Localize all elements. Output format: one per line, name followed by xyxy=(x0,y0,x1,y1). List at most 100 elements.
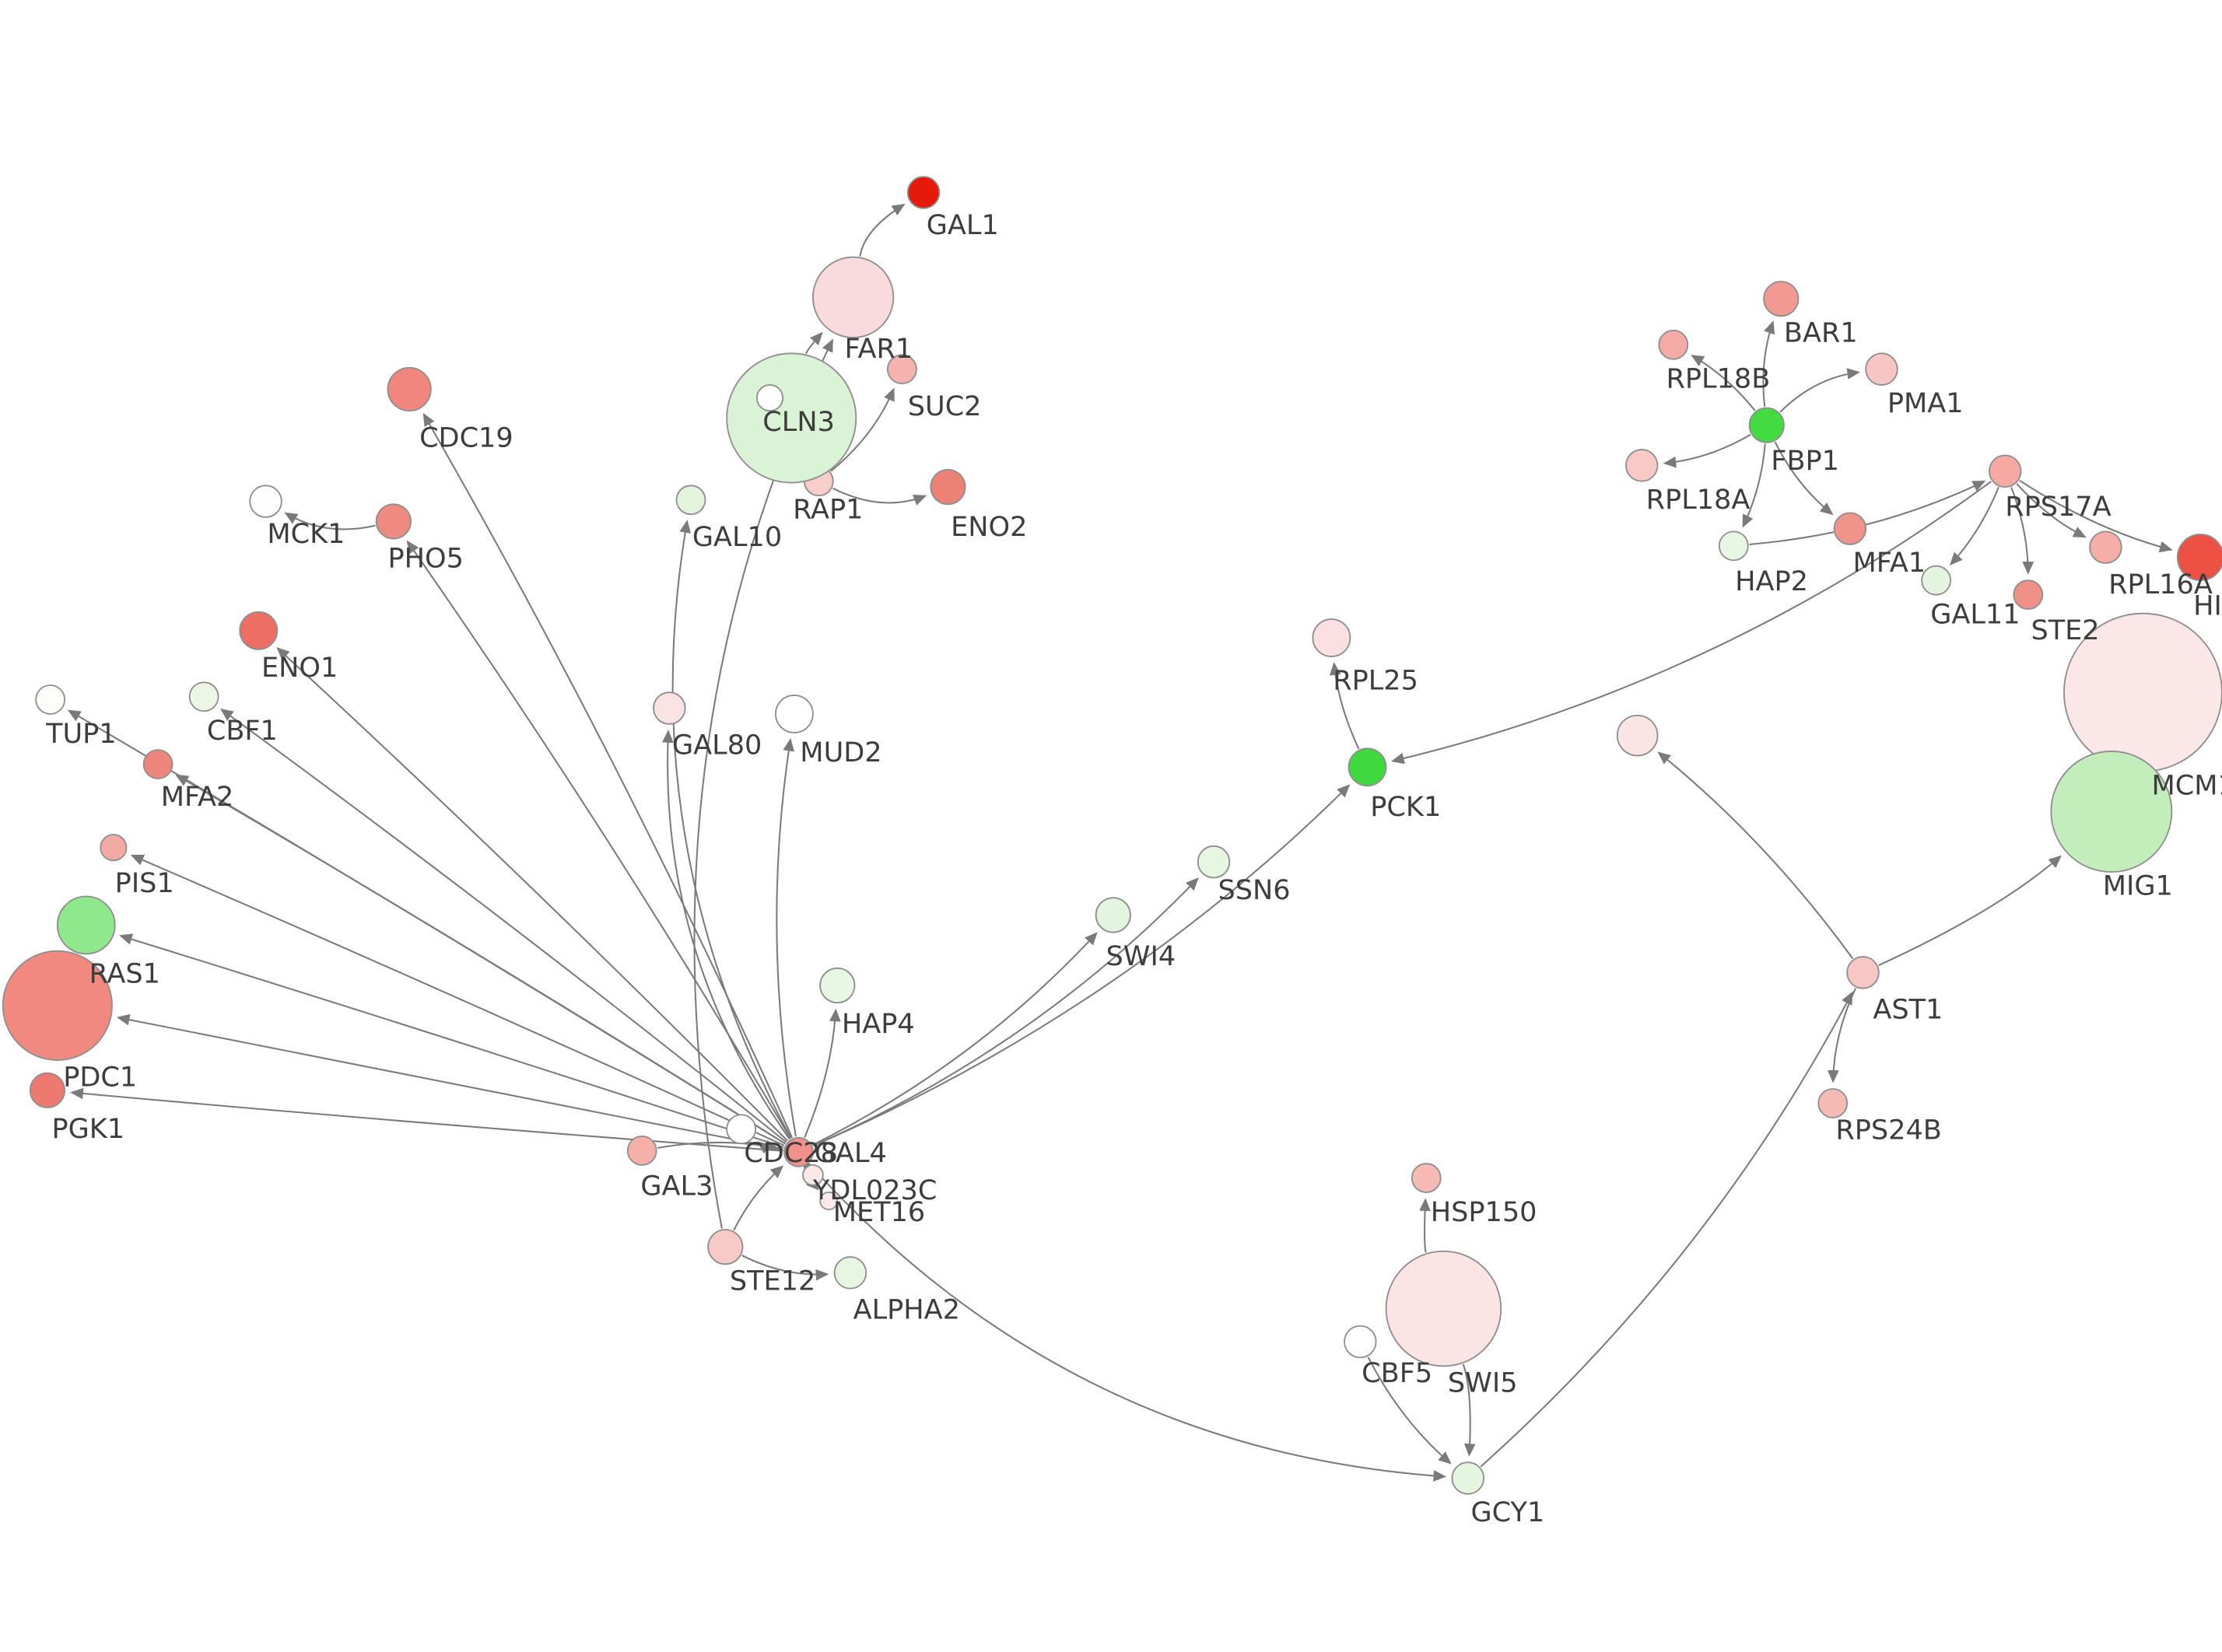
node-label-CDC28: CDC28 xyxy=(744,1137,838,1169)
node-unlabeled-2[interactable] xyxy=(756,384,784,412)
edge-STE12-GAL4[interactable] xyxy=(733,1165,784,1231)
node-RPL25[interactable] xyxy=(1312,618,1351,657)
node-ENO2[interactable] xyxy=(930,469,966,506)
edge-RPS17A-STE2[interactable] xyxy=(2010,487,2034,575)
edge-RPS17A-HIS4[interactable] xyxy=(2019,479,2173,553)
edge-FBP1-RPL18B[interactable] xyxy=(1691,355,1756,411)
node-HAP4[interactable] xyxy=(819,967,856,1004)
node-YDL023C[interactable] xyxy=(802,1164,824,1186)
node-unlabeled-1[interactable] xyxy=(1616,714,1659,757)
edge-GAL4-PHO5[interactable] xyxy=(406,540,791,1139)
node-SUC2[interactable] xyxy=(887,354,917,385)
edge-STE12-ALPHA2[interactable] xyxy=(741,1255,829,1281)
edge-GAL4-PIS1[interactable] xyxy=(130,854,785,1146)
edge-FBP1-BAR1[interactable] xyxy=(1762,320,1775,407)
node-STE2[interactable] xyxy=(2013,579,2044,611)
node-MCK1[interactable] xyxy=(249,485,282,518)
edge-FBP1-RPL18A[interactable] xyxy=(1663,433,1751,468)
edge-GAL4-MUD2[interactable] xyxy=(776,737,797,1137)
edge-GAL4-PDC1[interactable] xyxy=(116,1013,783,1150)
edge-AST1-MIG1[interactable] xyxy=(1878,855,2062,967)
node-MET16[interactable] xyxy=(819,1192,839,1211)
node-ENO1[interactable] xyxy=(239,611,279,650)
node-GAL80[interactable] xyxy=(653,691,686,725)
edge-PCK1-RPL25[interactable] xyxy=(1329,662,1360,750)
node-label-HAP4: HAP4 xyxy=(842,1008,915,1040)
edge-RPS17A-GAL11[interactable] xyxy=(1950,486,1999,566)
edge-GAL4-PGK1[interactable] xyxy=(70,1087,783,1152)
node-RPL16A[interactable] xyxy=(2089,530,2122,564)
edge-RAP1-SUC2[interactable] xyxy=(830,387,895,472)
edge-GAL4-RAS1[interactable] xyxy=(119,933,784,1148)
node-HIS4[interactable] xyxy=(2176,534,2222,582)
node-PHO5[interactable] xyxy=(375,503,412,540)
node-label-PCK1: PCK1 xyxy=(1370,791,1441,823)
node-MUD2[interactable] xyxy=(775,695,814,733)
edge-CBF5-GCY1[interactable] xyxy=(1367,1356,1452,1465)
node-PIS1[interactable] xyxy=(100,834,128,862)
node-RPL18A[interactable] xyxy=(1624,449,1659,482)
node-GAL3[interactable] xyxy=(626,1136,657,1166)
edge-FAR1-GAL1[interactable] xyxy=(859,204,906,257)
edge-GAL4-GAL80[interactable] xyxy=(661,730,790,1140)
node-MFA1[interactable] xyxy=(1833,512,1867,545)
node-PDC1[interactable] xyxy=(2,950,113,1061)
node-SWI5[interactable] xyxy=(1385,1250,1502,1367)
node-GAL1[interactable] xyxy=(906,176,941,209)
edge-GAL4-GAL10[interactable] xyxy=(671,520,792,1139)
node-GAL4[interactable] xyxy=(783,1136,814,1167)
node-HAP2[interactable] xyxy=(1718,530,1749,562)
node-FBP1[interactable] xyxy=(1748,407,1785,443)
edge-GAL4-SWI4[interactable] xyxy=(812,932,1098,1146)
node-MFA2[interactable] xyxy=(142,749,173,779)
node-PMA1[interactable] xyxy=(1865,352,1898,386)
edge-RPS17A-RPL16A[interactable] xyxy=(2016,483,2087,538)
edge-AST1-unlabeled-1[interactable] xyxy=(1657,751,1854,960)
edge-GAL4-ENO1[interactable] xyxy=(276,647,788,1142)
edge-GAL4-CDC19[interactable] xyxy=(422,412,794,1139)
edge-GCY1-AST1[interactable] xyxy=(1480,991,1853,1468)
node-GAL11[interactable] xyxy=(1921,565,1951,596)
edge-GAL4-CDC28[interactable] xyxy=(757,1141,783,1154)
edge-FBP1-MFA1[interactable] xyxy=(1774,441,1834,516)
node-CLN3[interactable] xyxy=(726,352,857,484)
node-GAL10[interactable] xyxy=(675,485,706,516)
node-GCY1[interactable] xyxy=(1451,1461,1485,1495)
edge-GAL4-CBF1[interactable] xyxy=(220,708,787,1143)
edge-GAL4-PCK1[interactable] xyxy=(812,784,1351,1147)
node-label-PIS1: PIS1 xyxy=(115,867,174,899)
edge-FBP1-PMA1[interactable] xyxy=(1779,368,1860,413)
edge-GAL4-HAP4[interactable] xyxy=(804,1008,841,1138)
node-TUP1[interactable] xyxy=(35,684,65,715)
node-CBF1[interactable] xyxy=(188,681,219,712)
node-CDC28[interactable] xyxy=(726,1114,756,1145)
node-RPS24B[interactable] xyxy=(1817,1088,1849,1118)
node-PCK1[interactable] xyxy=(1348,747,1387,787)
node-CBF5[interactable] xyxy=(1344,1325,1377,1359)
edge-GAL4-GCY1[interactable] xyxy=(808,1163,1447,1482)
edge-RPS17A-PCK1[interactable] xyxy=(1391,481,1992,765)
node-AST1[interactable] xyxy=(1846,956,1880,989)
edge-SWI5-GCY1[interactable] xyxy=(1462,1363,1476,1457)
node-SSN6[interactable] xyxy=(1197,845,1231,879)
node-RPL18B[interactable] xyxy=(1658,329,1689,360)
edge-PHO5-MCK1[interactable] xyxy=(284,512,376,530)
node-BAR1[interactable] xyxy=(1763,281,1800,317)
edge-RAP1-ENO2[interactable] xyxy=(832,487,927,506)
node-RPS17A[interactable] xyxy=(1989,454,2022,488)
node-RAS1[interactable] xyxy=(56,895,116,955)
edge-CLN3-FAR1[interactable] xyxy=(805,331,823,355)
edge-GAL4-MFA2[interactable] xyxy=(175,774,786,1145)
edge-GAL4-SSN6[interactable] xyxy=(812,877,1199,1147)
edge-HAP2-RPS17A[interactable] xyxy=(1749,480,1986,546)
node-PGK1[interactable] xyxy=(29,1072,65,1108)
node-HSP150[interactable] xyxy=(1411,1163,1442,1193)
edge-FBP1-HAP2[interactable] xyxy=(1742,443,1766,528)
node-STE12[interactable] xyxy=(707,1229,744,1265)
edge-SWI5-HSP150[interactable] xyxy=(1419,1198,1431,1253)
node-FAR1[interactable] xyxy=(812,256,895,338)
node-SWI4[interactable] xyxy=(1095,897,1131,933)
node-CDC19[interactable] xyxy=(387,366,432,412)
node-MIG1[interactable] xyxy=(2050,751,2173,873)
node-ALPHA2[interactable] xyxy=(833,1256,867,1290)
